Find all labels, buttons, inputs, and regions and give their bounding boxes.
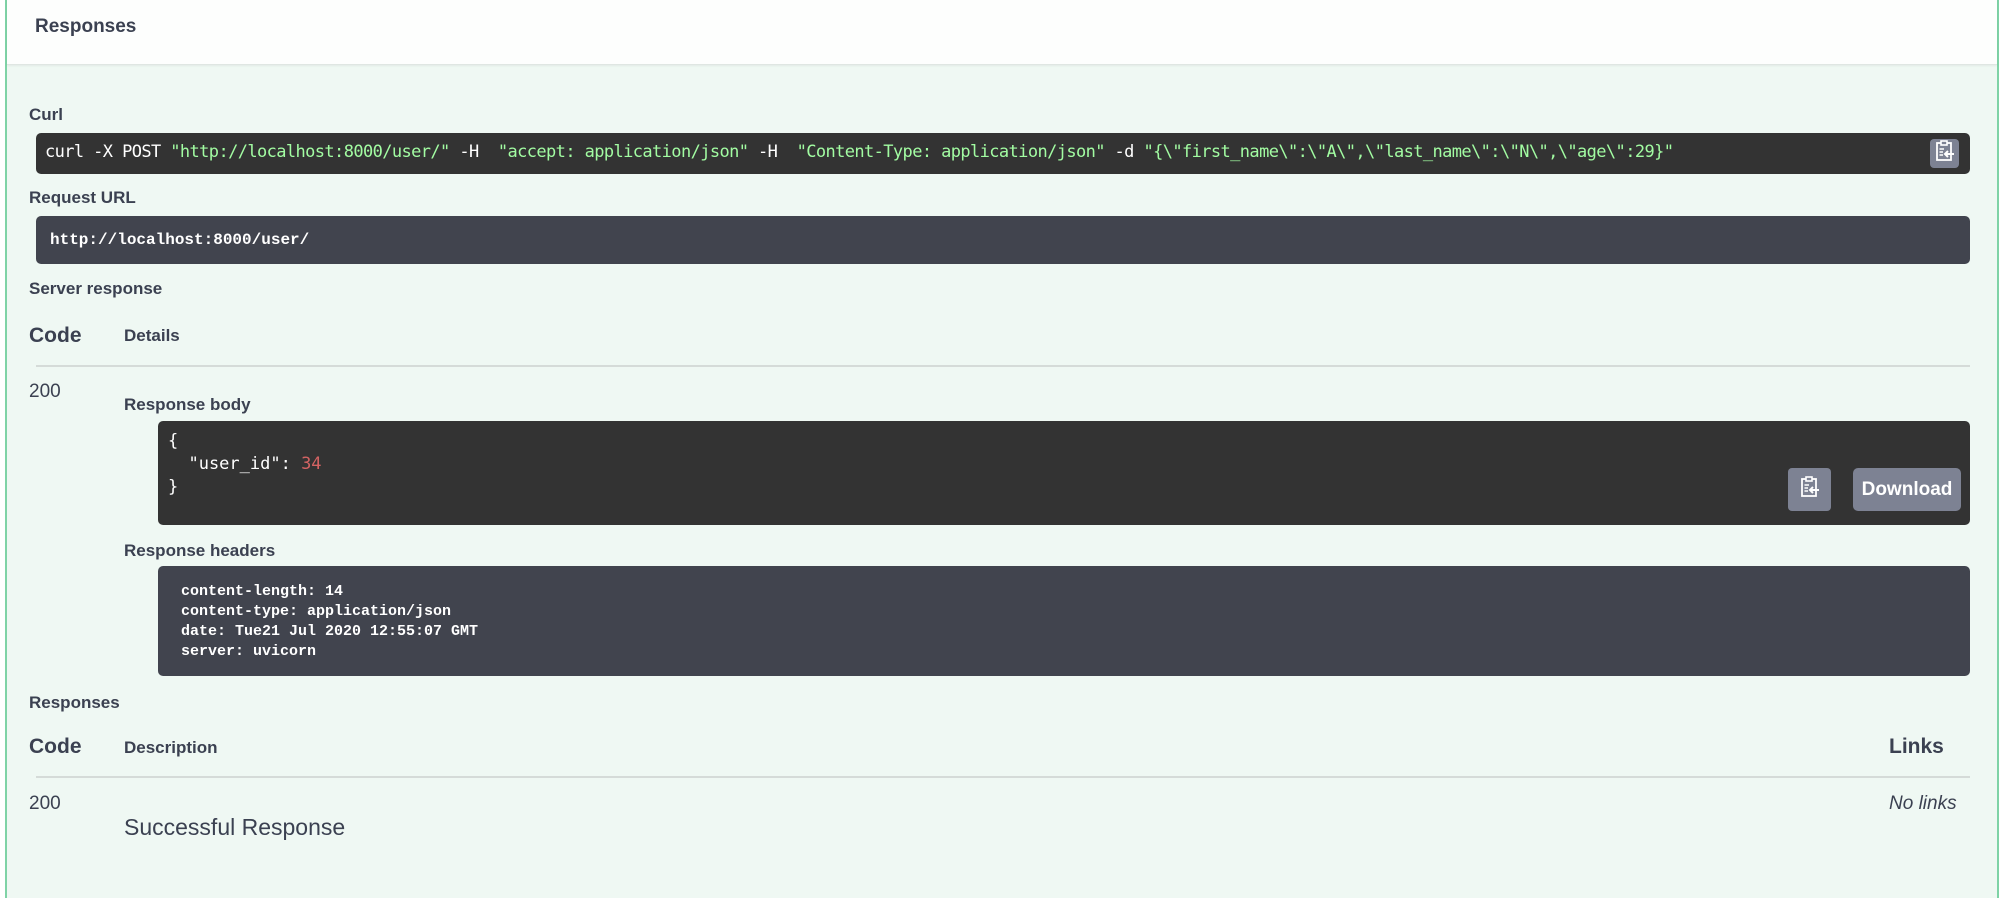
column-header-links: Links [1889,735,1944,758]
curl-header-accept: "accept: application/json" [497,142,749,162]
response-links: No links [1889,793,1957,814]
curl-command-box[interactable]: curl -X POST "http://localhost:8000/user… [36,133,1970,174]
copy-response-body-button[interactable] [1788,468,1831,511]
response-headers-list: content-length: 14 content-type: applicat… [181,582,478,662]
json-brace: } [168,477,179,497]
copy-curl-button[interactable] [1930,139,1959,168]
request-url-box[interactable]: http://localhost:8000/user/ [36,216,1970,264]
column-header-details: Details [124,326,180,345]
response-body-json: { "user_id": 34 } [168,430,322,499]
column-header-code: Code [29,735,82,758]
clipboard-copy-icon [1800,476,1820,503]
response-body-box[interactable]: { "user_id": 34 } Download [158,421,1970,525]
column-header-code: Code [29,324,82,347]
response-body-label: Response body [124,395,251,414]
curl-flag: -H [748,142,797,162]
response-code: 200 [29,793,61,814]
header-line: content-length: 14 [181,583,344,600]
curl-header-content-type: "Content-Type: application/json" [796,142,1106,162]
response-status-code: 200 [29,381,61,402]
curl-prefix: curl -X POST [45,142,171,162]
json-value: 34 [301,454,322,474]
curl-flag: -H [449,142,498,162]
panel-header[interactable]: Responses [7,0,1997,65]
curl-payload: "{\"first_name\":\"A\",\"last_name\":\"N… [1143,142,1674,162]
response-headers-label: Response headers [124,541,276,560]
responses-label: Responses [29,693,120,712]
header-line: content-type: application/json [181,603,452,620]
clipboard-copy-icon [1935,140,1955,167]
panel-title: Responses [35,16,137,37]
header-line: date: Tue21 Jul 2020 12:55:07 GMT [181,623,479,640]
request-url-label: Request URL [29,188,136,207]
request-url-value: http://localhost:8000/user/ [50,231,310,249]
curl-url: "http://localhost:8000/user/" [170,142,450,162]
json-brace: { [168,431,179,451]
responses-panel: Responses Curl curl -X POST "http://loca… [5,0,1999,898]
download-button[interactable]: Download [1853,468,1961,511]
curl-flag: -d [1104,142,1144,162]
table-divider [36,365,1970,367]
curl-command-text: curl -X POST "http://localhost:8000/user… [45,142,1674,162]
curl-label: Curl [29,105,63,124]
response-headers-box[interactable]: content-length: 14 content-type: applicat… [158,566,1970,676]
response-description: Successful Response [124,814,346,840]
json-key: "user_id": [168,454,302,474]
table-divider [36,776,1970,778]
column-header-description: Description [124,738,218,757]
header-line: server: uvicorn [181,643,317,660]
server-response-label: Server response [29,279,163,298]
